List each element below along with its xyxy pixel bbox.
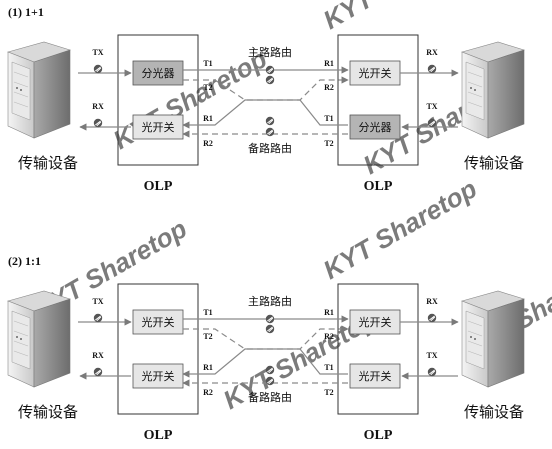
port-t2-right: T2 [324, 139, 333, 148]
fiber-connector-icon [265, 127, 275, 137]
port-t1-right: T1 [324, 114, 333, 123]
watermark-mark: KYT Sharetop [318, 0, 482, 35]
left-tx-label: TX [92, 48, 103, 57]
left-top-box-label: 分光器 [142, 66, 175, 80]
right-top-box-label: 光开关 [359, 66, 392, 80]
left-bottom-box-label: 光开关 [142, 369, 175, 383]
port-r1-right: R1 [324, 308, 334, 317]
backup-route-label: 备路路由 [248, 141, 292, 155]
right-tx-label: TX [426, 351, 437, 360]
right-device-label: 传输设备 [464, 155, 524, 172]
port-t2-left: T2 [203, 83, 212, 92]
main-route-label: 主路路由 [248, 294, 292, 308]
fiber-connector-icon [93, 313, 103, 323]
section-title: (2) 1:1 [8, 254, 41, 268]
port-r2-left: R2 [203, 388, 213, 397]
port-r1-left: R1 [203, 114, 213, 123]
right-rx-label: RX [426, 48, 438, 57]
right-olp-label: OLP [364, 428, 393, 443]
fiber-connector-icon [427, 367, 437, 377]
port-t1-left: T1 [203, 308, 212, 317]
left-top-box-label: 光开关 [142, 315, 175, 329]
right-olp-frame [337, 283, 419, 415]
fiber-connector-icon [265, 365, 275, 375]
watermark-mark: KYT Sharetop [318, 173, 482, 285]
fiber-connector-icon [265, 314, 275, 324]
right-bottom-box-label: 分光器 [359, 120, 392, 134]
left-olp-label: OLP [144, 428, 173, 443]
watermark-text: KYT Sharetop [318, 173, 482, 285]
backup-route-label: 备路路由 [248, 390, 292, 404]
section-title: (1) 1+1 [8, 5, 44, 19]
left-top-box [132, 309, 184, 335]
port-r2-right: R2 [324, 83, 334, 92]
port-t2-right: T2 [324, 388, 333, 397]
left-olp-frame [117, 34, 199, 166]
left-olp-frame [117, 283, 199, 415]
left-device-label: 传输设备 [18, 404, 78, 421]
right-top-box [349, 60, 401, 86]
fiber-connector-icon [427, 313, 437, 323]
left-device-label: 传输设备 [18, 155, 78, 172]
left-bottom-box [132, 114, 184, 140]
right-device-label: 传输设备 [464, 404, 524, 421]
port-t1-left: T1 [203, 59, 212, 68]
left-tx-label: TX [92, 297, 103, 306]
left-top-box [132, 60, 184, 86]
right-olp-label: OLP [364, 179, 393, 194]
main-route-label: 主路路由 [248, 45, 292, 59]
main-route-return [182, 99, 348, 129]
fiber-connector-icon [93, 64, 103, 74]
fiber-connector-icon [265, 116, 275, 126]
fiber-connector-icon [93, 367, 103, 377]
left-olp-label: OLP [144, 179, 173, 194]
fiber-connector-icon [427, 118, 437, 128]
right-top-box-label: 光开关 [359, 315, 392, 329]
right-transmission-device-icon [461, 41, 525, 139]
left-bottom-box-label: 光开关 [142, 120, 175, 134]
right-bottom-box-label: 光开关 [359, 369, 392, 383]
port-r2-right: R2 [324, 332, 334, 341]
fiber-connector-icon [265, 65, 275, 75]
port-r1-right: R1 [324, 59, 334, 68]
port-r2-left: R2 [203, 139, 213, 148]
right-tx-label: TX [426, 102, 437, 111]
right-olp-frame [337, 34, 419, 166]
watermark-mark: KYT Sharetop [108, 43, 272, 155]
right-bottom-box [349, 363, 401, 389]
port-t1-right: T1 [324, 363, 333, 372]
fiber-connector-icon [427, 64, 437, 74]
left-rx-label: RX [92, 102, 104, 111]
port-r1-left: R1 [203, 363, 213, 372]
right-transmission-device-icon [461, 290, 525, 388]
left-transmission-device-icon [7, 290, 71, 388]
main-route-return [182, 348, 348, 378]
port-t2-left: T2 [203, 332, 212, 341]
left-rx-label: RX [92, 351, 104, 360]
fiber-connector-icon [265, 75, 275, 85]
fiber-connector-icon [265, 376, 275, 386]
fiber-connector-icon [265, 324, 275, 334]
fiber-connector-icon [93, 118, 103, 128]
watermark-text: KYT Sharetop [318, 0, 482, 35]
right-rx-label: RX [426, 297, 438, 306]
right-top-box [349, 309, 401, 335]
left-transmission-device-icon [7, 41, 71, 139]
watermark-text: KYT Sharetop [108, 43, 272, 155]
right-bottom-box [349, 114, 401, 140]
